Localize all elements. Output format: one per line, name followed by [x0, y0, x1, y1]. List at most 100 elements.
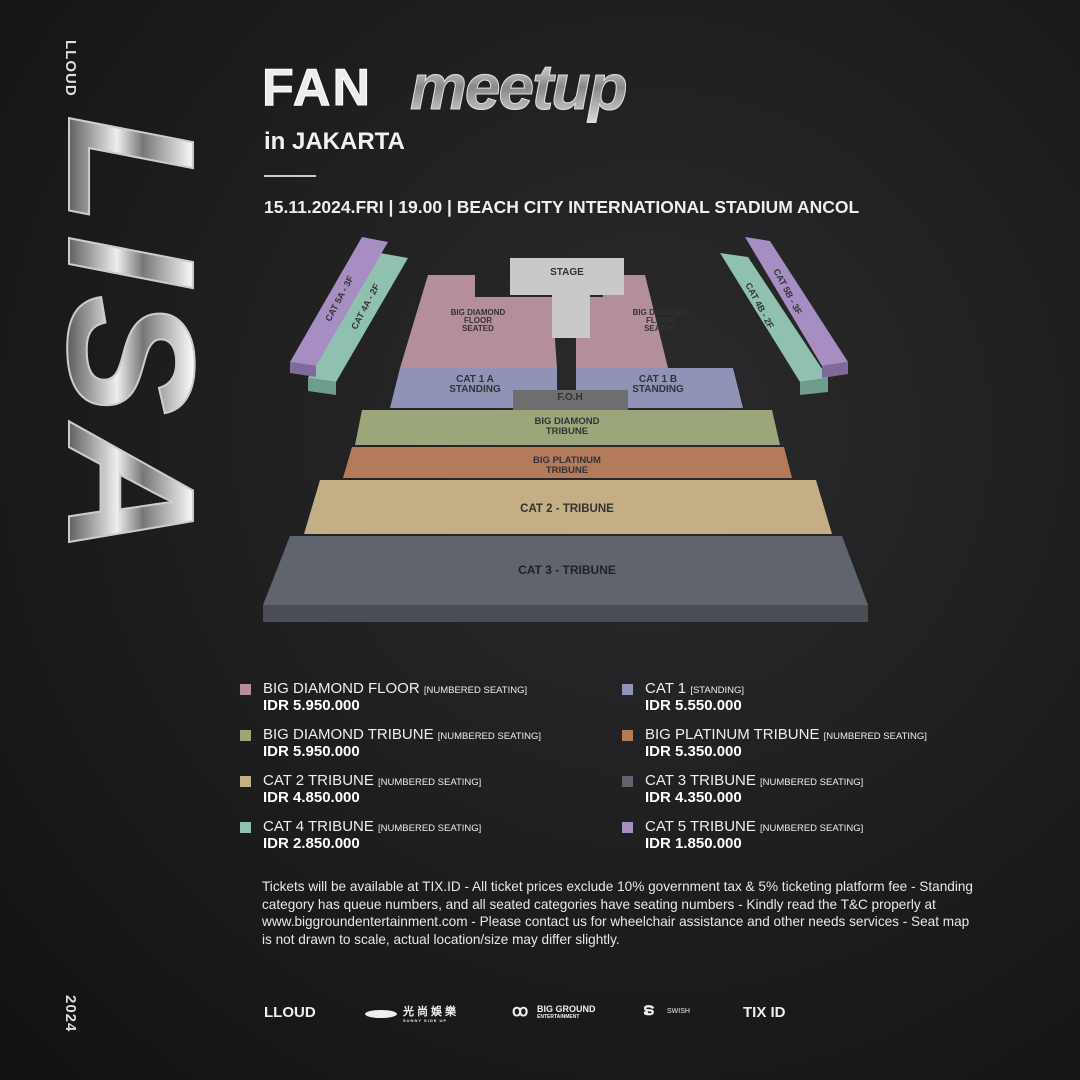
label-bdf-left-2: FLOOR — [464, 316, 492, 325]
category-name: BIG PLATINUM TRIBUNE — [645, 726, 820, 743]
legend-name: BIG PLATINUM TRIBUNE [NUMBERED SEATING] — [645, 726, 927, 743]
legend-price: IDR 4.350.000 — [645, 789, 742, 806]
label-bdf-left-3: SEATED — [462, 324, 494, 333]
section-bdf-right[interactable] — [576, 275, 668, 368]
legend-price: IDR 4.850.000 — [263, 789, 360, 806]
subtitle: in JAKARTA — [264, 128, 405, 155]
stage — [510, 258, 624, 338]
swish-icon: ຣ — [643, 1000, 655, 1019]
section-cat5a-edge — [290, 362, 316, 377]
category-name: CAT 5 TRIBUNE — [645, 818, 756, 835]
event-line: 15.11.2024.FRI | 19.00 | BEACH CITY INTE… — [264, 197, 860, 217]
legend-item: CAT 3 TRIBUNE [NUMBERED SEATING]IDR 4.35… — [622, 772, 1000, 810]
color-swatch — [622, 684, 633, 695]
category-tag: [NUMBERED SEATING] — [823, 731, 927, 742]
sponsor-footer: LLOUD 光尚娛樂 SUNNY SIDE UP ꝏ BIG GROUND EN… — [0, 1000, 1080, 1030]
category-tag: [NUMBERED SEATING] — [423, 685, 528, 696]
legend-price: IDR 5.950.000 — [263, 697, 360, 714]
section-cat2[interactable] — [304, 480, 832, 534]
logo-sunny-sub: SUNNY SIDE UP — [403, 1018, 448, 1023]
logo-swish: SWISH — [667, 1008, 690, 1015]
label-bdt-2: TRIBUNE — [546, 426, 588, 437]
category-name: CAT 4 TRIBUNE — [263, 818, 374, 835]
legend-name: CAT 5 TRIBUNE [NUMBERED SEATING] — [645, 818, 863, 835]
ticket-notes: Tickets will be available at TIX.ID - Al… — [262, 879, 973, 947]
legend-name: BIG DIAMOND FLOOR [NUMBERED SEATING] — [263, 680, 527, 697]
sunny-side-up-icon — [365, 1010, 397, 1018]
seat-map: CAT 5A - 3F CAT 4A - 2F CAT 5B - 3F CAT … — [263, 237, 868, 622]
side-brand-lloud: LLOUD — [62, 40, 79, 97]
color-swatch — [240, 776, 251, 787]
legend-item: CAT 1 [STANDING]IDR 5.550.000 — [622, 680, 1000, 718]
legend-item: CAT 2 TRIBUNE [NUMBERED SEATING]IDR 4.85… — [240, 772, 622, 810]
label-bdf-right-1: BIG DIAMOND — [633, 308, 688, 317]
section-bpt[interactable] — [343, 447, 792, 478]
color-swatch — [240, 822, 251, 833]
divider — [264, 175, 316, 177]
legend-price: IDR 5.950.000 — [263, 743, 360, 760]
legend-name: CAT 1 [STANDING] — [645, 680, 744, 697]
section-cat3-edge — [263, 605, 868, 622]
side-year: 2024 — [62, 995, 79, 1033]
title-fan: FAN — [262, 59, 372, 118]
section-bdf-left[interactable] — [400, 275, 557, 368]
label-cat1b-1: CAT 1 B — [639, 374, 677, 385]
logo-bigground: BIG GROUND — [537, 1004, 596, 1014]
foh — [513, 390, 628, 410]
legend-item: BIG DIAMOND TRIBUNE [NUMBERED SEATING]ID… — [240, 726, 622, 764]
legend-name: CAT 2 TRIBUNE [NUMBERED SEATING] — [263, 772, 481, 789]
label-cat3: CAT 3 - TRIBUNE — [518, 563, 616, 577]
category-name: BIG DIAMOND FLOOR — [263, 680, 420, 697]
legend-price: IDR 2.850.000 — [263, 835, 360, 852]
category-name: CAT 3 TRIBUNE — [645, 772, 756, 789]
price-legend: BIG DIAMOND FLOOR [NUMBERED SEATING]IDR … — [240, 680, 1000, 856]
legend-item: BIG PLATINUM TRIBUNE [NUMBERED SEATING]I… — [622, 726, 1000, 764]
color-swatch — [622, 776, 633, 787]
big-ground-icon: ꝏ — [512, 1003, 529, 1020]
label-bpt-1: BIG PLATINUM — [533, 455, 601, 466]
legend-name: CAT 3 TRIBUNE [NUMBERED SEATING] — [645, 772, 863, 789]
legend-item: CAT 5 TRIBUNE [NUMBERED SEATING]IDR 1.85… — [622, 818, 1000, 856]
label-cat2: CAT 2 - TRIBUNE — [520, 503, 614, 515]
category-name: BIG DIAMOND TRIBUNE — [263, 726, 434, 743]
label-bpt-2: TRIBUNE — [546, 465, 588, 476]
section-cat5a[interactable] — [290, 237, 388, 366]
legend-name: BIG DIAMOND TRIBUNE [NUMBERED SEATING] — [263, 726, 541, 743]
logo-sunny: 光尚娛樂 — [403, 1006, 459, 1018]
section-bdt[interactable] — [355, 410, 780, 445]
color-swatch — [240, 684, 251, 695]
section-cat5b-edge — [822, 362, 848, 378]
logo-bigground-sub: ENTERTAINMENT — [537, 1014, 580, 1020]
section-cat4a-edge — [308, 378, 336, 395]
label-bdf-left-1: BIG DIAMOND — [451, 308, 506, 317]
legend-price: IDR 5.350.000 — [645, 743, 742, 760]
label-cat1b-2: STANDING — [632, 384, 684, 395]
title-meetup: meetup — [410, 51, 629, 124]
category-tag: [NUMBERED SEATING] — [760, 823, 864, 834]
legend-price: IDR 5.550.000 — [645, 697, 742, 714]
section-cat4a[interactable] — [308, 253, 408, 382]
category-name: CAT 1 — [645, 680, 687, 697]
category-tag: [NUMBERED SEATING] — [378, 777, 482, 788]
category-tag: [STANDING] — [690, 685, 744, 696]
label-bdf-right-2: FLOOR — [646, 316, 674, 325]
category-tag: [NUMBERED SEATING] — [378, 823, 482, 834]
legend-item: BIG DIAMOND FLOOR [NUMBERED SEATING]IDR … — [240, 680, 622, 718]
section-cat3[interactable] — [263, 536, 868, 605]
label-cat1a-1: CAT 1 A — [456, 374, 494, 385]
legend-item: CAT 4 TRIBUNE [NUMBERED SEATING] IDR 2.85… — [240, 818, 622, 856]
section-cat4b-edge — [800, 378, 828, 395]
logo-tixid: TIX ID — [743, 1004, 786, 1021]
color-swatch — [622, 822, 633, 833]
section-cat4b[interactable] — [720, 253, 828, 382]
category-tag: [NUMBERED SEATING] — [760, 777, 864, 788]
color-swatch — [240, 730, 251, 741]
label-foh: F.O.H — [557, 392, 583, 403]
label-bdt-1: BIG DIAMOND — [535, 416, 600, 427]
section-cat5b[interactable] — [745, 237, 848, 366]
label-bdf-right-3: SEATED — [644, 324, 676, 333]
logo-lloud: LLOUD — [264, 1004, 316, 1021]
label-cat1a-2: STANDING — [449, 384, 501, 395]
label-stage: STAGE — [550, 267, 584, 278]
color-swatch — [622, 730, 633, 741]
